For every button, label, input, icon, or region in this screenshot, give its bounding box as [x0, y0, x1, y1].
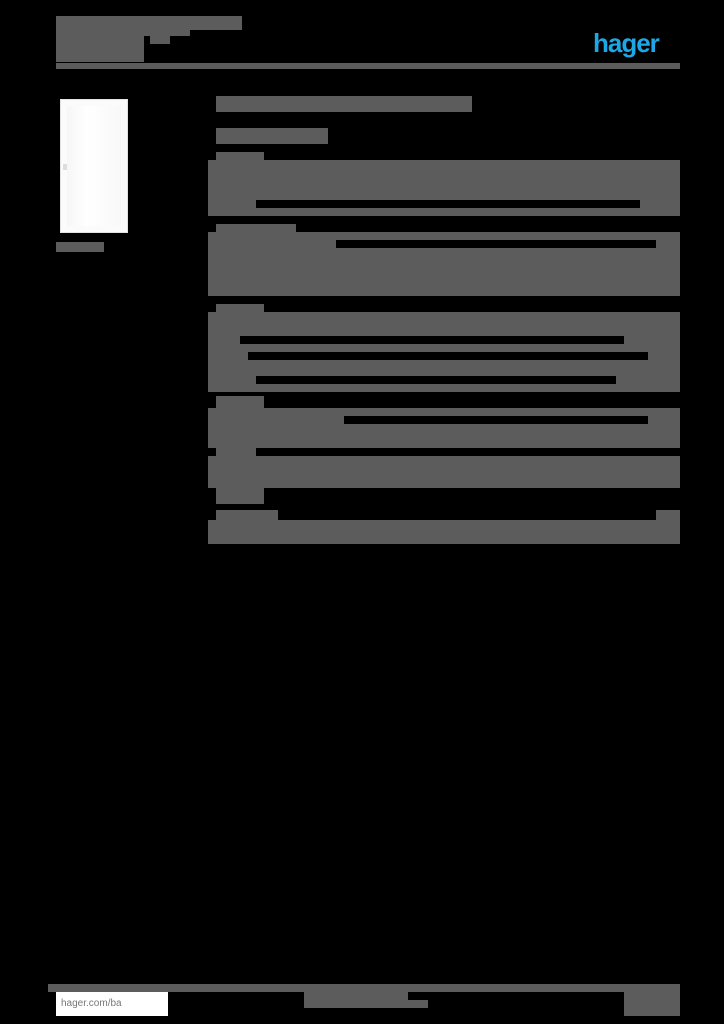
row-gap: [256, 376, 616, 384]
hager-logo: hager: [593, 28, 660, 58]
section-label-redacted: [216, 304, 264, 312]
header-divider: [56, 63, 680, 69]
spec-table-redacted: [208, 456, 680, 488]
spec-table-redacted: [208, 520, 680, 544]
footer-page-info-redacted: [624, 992, 680, 1016]
product-subheading-redacted: [216, 128, 328, 144]
row-gap: [240, 336, 624, 344]
footer-center-redacted: [304, 992, 408, 1008]
section-label-redacted: [216, 396, 264, 408]
spec-table-redacted: [208, 408, 680, 448]
product-heading-redacted: [216, 96, 472, 112]
section-label-redacted: [216, 448, 256, 456]
row-gap: [248, 352, 648, 360]
row-gap: [256, 200, 640, 208]
footer-website-link[interactable]: hager.com/ba: [56, 992, 168, 1016]
section-label-redacted: [216, 510, 278, 520]
product-caption-redacted: [56, 242, 104, 252]
section-label-redacted: [216, 224, 296, 232]
row-gap: [344, 416, 648, 424]
footer-divider: [48, 984, 680, 992]
row-gap: [336, 240, 656, 248]
footer-center-tail-redacted: [392, 1000, 428, 1008]
document-subtitle-tail-redacted: [150, 36, 170, 44]
document-title-redacted-2: [56, 26, 190, 36]
section-label-redacted: [216, 152, 264, 160]
section-tail-redacted: [216, 488, 264, 504]
section-value-redacted: [656, 510, 680, 520]
product-image-door-panel: [60, 99, 128, 233]
document-subtitle-redacted: [56, 36, 144, 62]
door-handle-icon: [63, 164, 67, 170]
